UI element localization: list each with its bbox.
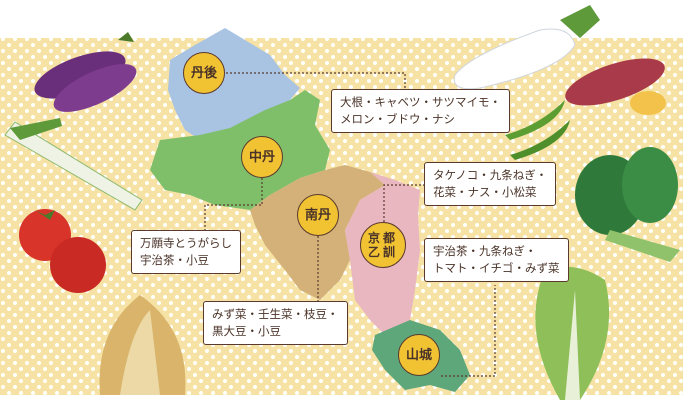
bamboo-shoot-illustration <box>99 295 186 395</box>
region-badge-tango: 丹後 <box>183 52 225 94</box>
products-line: メロン・ブドウ・ナシ <box>340 112 455 126</box>
region-badge-kyoto-otokuni: 京都乙訓 <box>360 222 406 268</box>
products-line: 大根・キャベツ・サツマイモ・ <box>340 95 501 109</box>
products-line: 宇治茶・九条ねぎ・ <box>433 244 537 258</box>
spinach-illustration <box>575 147 680 262</box>
green-onion-illustration <box>4 118 143 211</box>
products-line: トマト・イチゴ・みず菜 <box>433 261 560 275</box>
products-line: 宇治茶・小豆 <box>140 253 209 267</box>
leader-lines <box>204 72 496 377</box>
mizuna-illustration <box>535 266 610 400</box>
sweet-potato-illustration <box>565 58 666 115</box>
products-line: みず菜・壬生菜・枝豆・ <box>212 307 339 321</box>
products-yamashiro: 宇治茶・九条ねぎ・ トマト・イチゴ・みず菜 <box>424 238 569 282</box>
products-nantan: みず菜・壬生菜・枝豆・ 黒大豆・小豆 <box>203 301 348 345</box>
region-chutan <box>150 90 330 210</box>
region-badge-kyoto-otokuni-label: 京都乙訓 <box>368 231 399 259</box>
products-line: 万願寺とうがらし <box>140 236 232 250</box>
region-badge-chutan: 中丹 <box>241 136 283 178</box>
daikon-illustration <box>453 5 600 90</box>
eggplant-illustration <box>34 32 137 112</box>
products-chutan: 万願寺とうがらし 宇治茶・小豆 <box>131 230 241 274</box>
products-line: タケノコ・九条ねぎ・ <box>433 168 548 182</box>
products-tango: 大根・キャベツ・サツマイモ・ メロン・ブドウ・ナシ <box>331 89 510 133</box>
products-line: 黒大豆・小豆 <box>212 324 281 338</box>
region-badge-yamashiro: 山城 <box>398 334 440 376</box>
tomato-illustration <box>19 209 106 293</box>
products-line: 花菜・ナス・小松菜 <box>433 185 537 199</box>
region-badge-nantan: 南丹 <box>297 194 339 236</box>
products-kyoto-otokuni: タケノコ・九条ねぎ・ 花菜・ナス・小松菜 <box>424 162 557 206</box>
green-pepper-illustration <box>505 100 570 160</box>
